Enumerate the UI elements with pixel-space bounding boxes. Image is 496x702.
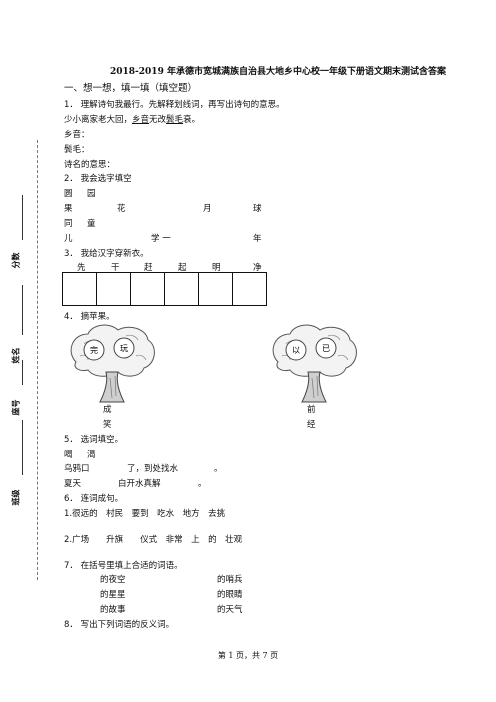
apple-tree-2: 以 已 (272, 324, 357, 403)
q2-prompt: 2． 我会选字填空 (64, 174, 132, 184)
score-label: 分数 (11, 252, 21, 269)
q5-sentence-1a: 乌鸦口 (64, 464, 90, 474)
name-blank (22, 285, 23, 335)
q3-char: 先 (77, 263, 86, 273)
q5-prompt: 5． 选词填空。 (64, 435, 124, 445)
binding-dashed-line (37, 140, 38, 580)
q1-line-3: 诗名的意思： (64, 160, 116, 170)
poem-part: 衰。 (183, 115, 201, 125)
apple-1 (83, 339, 105, 361)
q2-option-2: 园 (87, 189, 96, 199)
apple-char: 完 (90, 345, 98, 355)
q7-phrase: 的夜空 (100, 575, 126, 585)
q7-phrase: 的哨兵 (217, 575, 243, 585)
q4-basket-word: 前 (307, 405, 316, 415)
q4-basket-word: 笑 (103, 420, 112, 430)
answer-cell[interactable] (232, 272, 267, 306)
name-label: 姓名 (11, 347, 21, 364)
apple-2 (315, 337, 337, 359)
page-footer: 第 1 页，共 7 页 (217, 651, 279, 660)
answer-cell[interactable] (96, 272, 131, 306)
q5-sentence-2c: 。 (198, 479, 207, 489)
q6-prompt: 6． 连词成句。 (64, 494, 124, 504)
poem-part: 少小离家老大回， (64, 115, 133, 125)
apple-tree-1: 完 玩 (70, 324, 155, 403)
q7-phrase: 的眼睛 (217, 590, 243, 600)
q1-poem: 少小离家老大回，乡音无改鬓毛衰。 (64, 113, 200, 125)
q2-option-1: 圆 (64, 189, 73, 199)
q1-line-1: 乡音： (64, 130, 90, 140)
apple-char: 玩 (120, 344, 128, 353)
q7-phrase: 的故事 (100, 605, 126, 615)
q6-line-1: 1.很远的 村民 要到 吃水 地方 去挑 (64, 509, 226, 519)
q4-prompt: 4． 摘苹果。 (64, 312, 115, 322)
q3-prompt: 3． 我给汉字穿新衣。 (64, 249, 149, 259)
q5-option: 渴 (87, 450, 96, 460)
q4-basket-word: 经 (307, 420, 316, 430)
q2-word: 年 (253, 234, 262, 244)
q1-line-2: 鬓毛： (64, 145, 90, 155)
class-label: 班级 (11, 489, 21, 506)
q2-word: 花 (117, 204, 126, 214)
q5-sentence-1c: 。 (214, 464, 223, 474)
seat-blank (22, 360, 23, 385)
q5-sentence-1b: 了，到处找水 (127, 464, 179, 474)
page-title: 2018-2019 年承德市宽城满族自治县大地乡中心校一年级下册语文期末测试含答… (110, 67, 446, 77)
q5-sentence-2b: 白开水真解 (118, 479, 161, 489)
q3-char: 赶 (144, 263, 153, 273)
apple-char: 已 (322, 344, 330, 353)
poem-part: 无改 (149, 115, 167, 125)
q2-word: 果 (64, 204, 73, 214)
tree-trunk (301, 371, 327, 403)
q2-word: 儿 (64, 234, 73, 244)
q4-basket-word: 成 (103, 405, 112, 415)
q6-line-2: 2.广场 升旗 仪式 非常 上 的 壮观 (64, 535, 243, 545)
answer-cell[interactable] (130, 272, 165, 306)
q2-word: 月 (203, 204, 212, 214)
q3-char: 明 (212, 263, 221, 273)
q5-option: 喝 (64, 450, 73, 460)
q3-answer-grid (62, 272, 267, 306)
q7-prompt: 7． 在括号里填上合适的词语。 (64, 561, 183, 571)
q2-word: 学 一 (151, 234, 171, 244)
q2-word: 球 (253, 204, 262, 214)
trunk-texture (109, 375, 117, 399)
q3-char: 净 (253, 263, 262, 273)
apple-1 (285, 339, 307, 361)
q3-char: 起 (178, 263, 187, 273)
trunk-texture (311, 375, 319, 399)
seat-label: 座号 (11, 399, 21, 416)
q8-prompt: 8． 写出下列词语的反义词。 (64, 620, 175, 630)
poem-underlined-2: 鬓毛 (166, 115, 184, 125)
q2-option-3: 同 (64, 219, 73, 229)
section-heading: 一、想一想，填一填（填空题） (64, 83, 198, 94)
apple-char: 以 (292, 346, 300, 355)
q7-phrase: 的天气 (217, 605, 243, 615)
answer-cell[interactable] (164, 272, 199, 306)
poem-underlined-1: 乡音 (132, 115, 150, 125)
q5-sentence-2a: 夏天 (64, 479, 82, 489)
q7-phrase: 的星星 (100, 590, 126, 600)
answer-cell[interactable] (62, 272, 97, 306)
q2-option-4: 童 (87, 219, 96, 229)
q1-prompt: 1． 理解诗句我最行。先解释划线词，再写出诗句的意思。 (64, 100, 285, 110)
class-blank (22, 420, 23, 475)
answer-cell[interactable] (198, 272, 233, 306)
apple-2 (113, 337, 135, 359)
tree-trunk (99, 371, 125, 403)
score-blank (22, 195, 23, 240)
q3-char: 干 (111, 263, 120, 273)
